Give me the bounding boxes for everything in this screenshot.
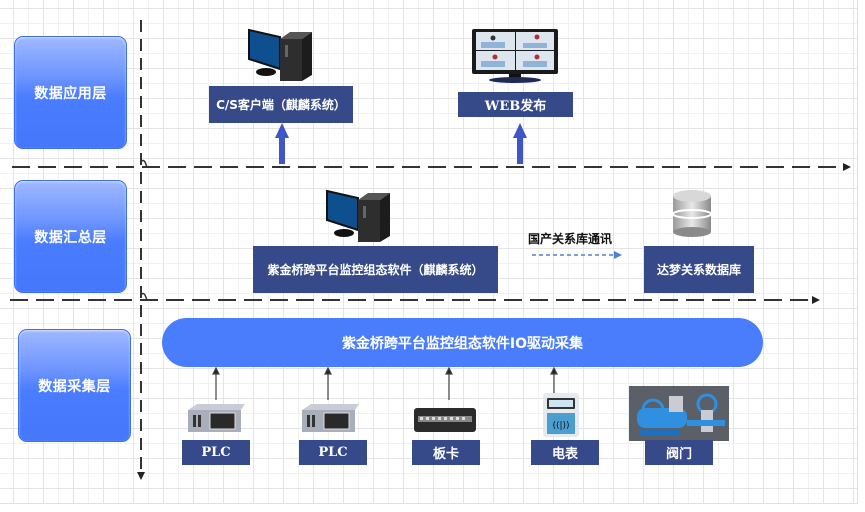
database-icon <box>672 190 712 237</box>
valve-icon <box>629 386 729 441</box>
vertical-axis-arrowhead <box>137 472 145 480</box>
separator-top-arrowhead <box>843 163 851 171</box>
io-driver-collection: 紫金桥跨平台监控组态软件IO驱动采集 <box>162 318 763 367</box>
electric-meter-icon: ((|)) <box>543 393 579 437</box>
layer-application: 数据应用层 <box>14 36 127 149</box>
arrow-cs-up <box>275 123 289 164</box>
industrial-pc-icon <box>302 404 359 432</box>
comm-label: 国产关系库通讯 <box>528 232 613 246</box>
cs-client-label: C/S客户端（麒麟系统） <box>209 86 353 123</box>
layer-collection: 数据采集层 <box>18 329 131 442</box>
device-arrows <box>212 366 558 400</box>
arrow-web-up <box>513 123 527 164</box>
layer-aggregation: 数据汇总层 <box>14 180 127 293</box>
desktop-computer-icon <box>326 189 390 242</box>
monitoring-software-label: 紫金桥跨平台监控组态软件（麒麟系统） <box>253 246 498 293</box>
layer-collection-label: 数据采集层 <box>38 378 111 395</box>
dameng-database-label: 达梦关系数据库 <box>644 246 754 293</box>
device-label-plc-2: PLC <box>299 440 367 465</box>
desktop-computer-icon <box>248 28 312 81</box>
industrial-pc-icon <box>188 404 245 432</box>
svg-text:((|)): ((|)) <box>552 421 569 431</box>
device-label-plc-1: PLC <box>182 440 250 465</box>
separator-bottom-arrowhead <box>812 296 820 304</box>
device-label-meter: 电表 <box>531 440 599 465</box>
web-publish-label: WEB发布 <box>458 92 573 117</box>
monitor-icon <box>472 29 558 83</box>
layer-application-label: 数据应用层 <box>34 85 107 102</box>
device-label-valve: 阀门 <box>645 440 713 465</box>
io-board-icon <box>414 408 476 432</box>
device-label-board: 板卡 <box>412 440 480 465</box>
layer-aggregation-label: 数据汇总层 <box>34 229 107 246</box>
